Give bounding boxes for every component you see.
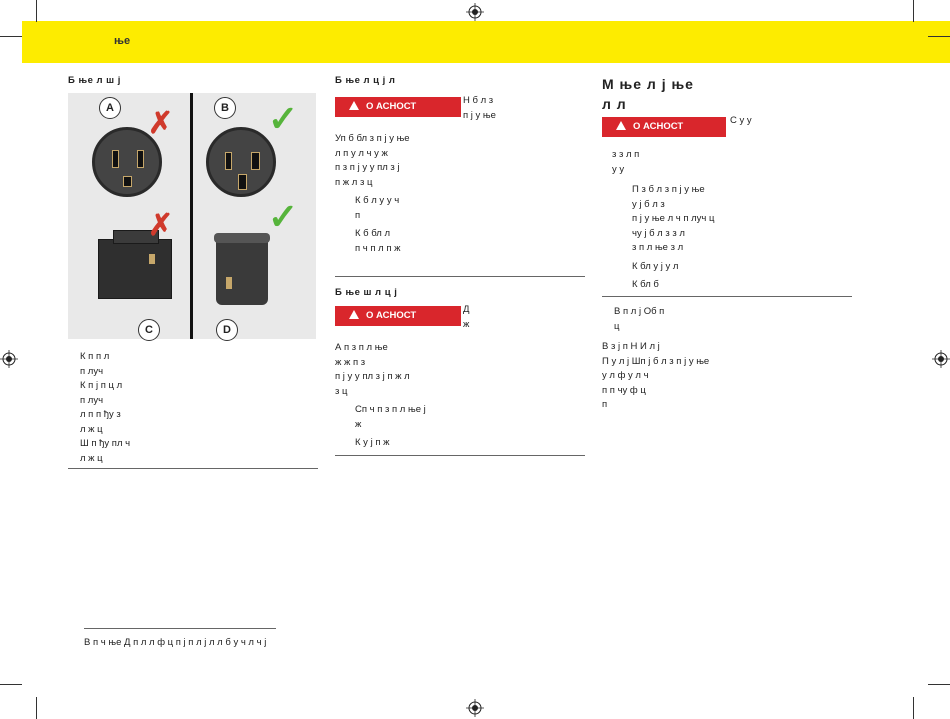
- column-1: Б ње л ш ј: [68, 74, 318, 89]
- section-rule: [68, 468, 318, 469]
- column-2-body-2: А п з п л ње ж ж п з п ј у у пл з ј п ж …: [335, 341, 585, 451]
- column-2-body: Уп б бл з п ј у ње л п у л ч у ж п з п ј…: [335, 132, 585, 256]
- section-rule: [602, 296, 852, 297]
- list-item: К бл у ј у л: [632, 260, 679, 272]
- label-b: B: [214, 97, 236, 119]
- section-rule: [335, 276, 585, 277]
- caption-line: п луч: [80, 394, 104, 406]
- crop-mark: [0, 684, 22, 685]
- warning-side-text: Д ж: [463, 304, 470, 330]
- crop-mark: [36, 0, 37, 22]
- list-item: К б бл л: [355, 228, 390, 239]
- outlet-slot: [112, 150, 119, 168]
- receptacle-d: [214, 233, 270, 305]
- column-3-notes: В п л ј Об п ц В з ј п Н И л ј П у л ј Ш…: [602, 306, 710, 410]
- header-band: ње: [22, 21, 950, 63]
- crop-mark: [913, 697, 914, 719]
- warning-side-text: Н б л з п ј у ње: [463, 95, 496, 121]
- footnote: В п ч ње Д п л л ф ц п ј п л ј л л: [84, 637, 267, 648]
- registration-mark-icon: [466, 3, 484, 21]
- outlet-slot: [137, 150, 144, 168]
- registration-mark-icon: [466, 699, 484, 717]
- list-item: К б л у у ч: [355, 195, 400, 206]
- column-3-body: з з л п у у П з б л з п ј у ње у ј: [612, 148, 852, 293]
- caption-line: К п п л: [80, 351, 110, 362]
- receptacle-c: [98, 230, 172, 299]
- crop-mark: [913, 0, 914, 22]
- caption-line: К п ј п ц л: [80, 380, 123, 391]
- section-heading: Б ње ш л ц ј: [335, 287, 398, 298]
- label-d: D: [216, 319, 238, 341]
- outlet-illustration: A ✗ B ✓ C ✗ D ✓: [68, 93, 316, 341]
- crop-mark: [928, 36, 950, 37]
- crop-mark: [928, 684, 950, 685]
- caption-line: л п п ђу з: [80, 409, 121, 420]
- list-item: К бл б: [632, 279, 659, 290]
- crop-mark: [36, 697, 37, 719]
- column-3: М ње л ј ње л л: [602, 74, 852, 114]
- header-title: ње: [114, 35, 131, 47]
- warning-badge: О АСНОСТ: [602, 117, 726, 137]
- crop-mark: [0, 36, 22, 37]
- section-heading: Б ње л ш ј: [68, 75, 121, 86]
- registration-mark-icon: [0, 350, 18, 368]
- caption-line: Ш п ђу пл ч: [80, 438, 131, 449]
- cross-icon: ✗: [148, 107, 174, 140]
- footnote-rule: [84, 628, 276, 629]
- check-icon: ✓: [268, 196, 299, 237]
- page-title: М ње л ј ње: [602, 76, 694, 92]
- column-2: Б ње л ц ј л: [335, 74, 585, 89]
- column-2-section-2: Б ње ш л ц ј: [335, 286, 585, 301]
- caption-line: п луч: [80, 365, 104, 377]
- outlet-slot: [123, 176, 132, 187]
- column-1-text: К п п л п луч К п ј п ц л п луч: [68, 350, 318, 466]
- cross-icon: ✗: [148, 209, 174, 242]
- image-divider: [190, 93, 193, 339]
- section-rule: [335, 455, 585, 456]
- warning-badge: О АСНОСТ: [335, 97, 461, 117]
- label-c: C: [138, 319, 160, 341]
- section-heading: Б ње л ц ј л: [335, 75, 396, 86]
- registration-mark-icon: [932, 350, 950, 368]
- warning-side-text: С у у: [730, 115, 752, 126]
- caption-line: л ж ц: [80, 452, 103, 464]
- warning-badge: О АСНОСТ: [335, 306, 461, 326]
- list-item: К у ј п ж: [355, 437, 390, 448]
- check-icon: ✓: [268, 98, 299, 139]
- warning-icon: [349, 310, 359, 319]
- outlet-a: [92, 127, 162, 197]
- caption-line: л ж ц: [80, 423, 103, 435]
- warning-icon: [349, 101, 359, 110]
- list-item: П з б л з п ј у ње: [632, 184, 705, 195]
- outlet-slot: [251, 152, 260, 170]
- warning-icon: [616, 121, 626, 130]
- warning-box: О АСНОСТ: [335, 305, 461, 326]
- outlet-slot: [225, 152, 232, 170]
- label-a: A: [99, 97, 121, 119]
- list-item: Сп ч п з п л ње ј: [355, 404, 426, 415]
- warning-box: О АСНОСТ: [602, 116, 726, 137]
- warning-box: О АСНОСТ: [335, 96, 461, 117]
- outlet-slot: [238, 174, 247, 190]
- outlet-b: [206, 127, 276, 197]
